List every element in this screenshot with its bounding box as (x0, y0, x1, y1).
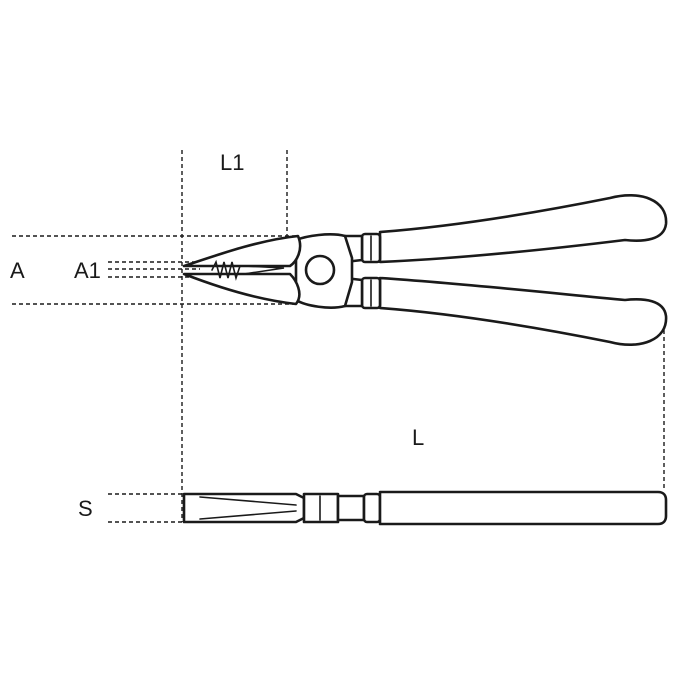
upper-jaw (182, 234, 302, 268)
side-jaw-bevel-top (199, 496, 297, 506)
pliers-side-view (182, 490, 668, 526)
lower-jaw (182, 272, 301, 306)
side-jaw-bevel-bottom (199, 510, 297, 520)
label-a: A (10, 258, 25, 283)
upper-handle (378, 194, 668, 264)
pivot-rivet (304, 254, 336, 286)
lower-handle (378, 276, 668, 346)
side-joint (302, 492, 340, 524)
dimension-lines (12, 150, 665, 523)
label-a1: A1 (74, 258, 101, 283)
cutter-edge (243, 265, 285, 275)
side-collar (362, 492, 382, 524)
side-handle (378, 490, 668, 526)
jaw-serrations (211, 259, 241, 281)
pliers-top-view (182, 194, 668, 346)
label-l1: L1 (220, 150, 244, 175)
side-neck (336, 494, 366, 522)
side-jaw (182, 492, 306, 524)
label-s: S (78, 496, 93, 521)
label-l: L (412, 425, 424, 450)
